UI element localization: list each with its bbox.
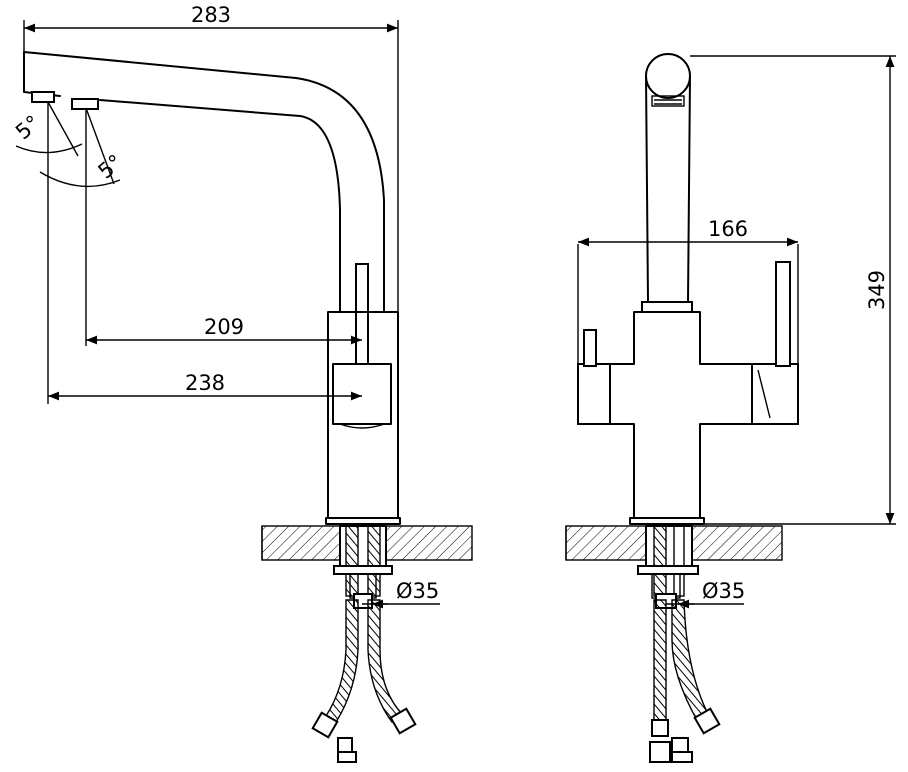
dim-overall-reach: 283 [191, 3, 231, 27]
dim-spout-reach-1: 209 [204, 315, 244, 339]
dim-overall-height: 349 [865, 270, 889, 310]
side-nozzle-1 [31, 91, 55, 103]
front-view: 166 349 Ø35 [565, 53, 896, 763]
front-body [607, 311, 753, 519]
dim-spout-reach-2: 238 [185, 371, 225, 395]
front-countertop-right [691, 525, 783, 561]
dim-angle-2: 5° [94, 150, 128, 184]
side-lever [355, 263, 369, 365]
side-nut [333, 565, 393, 575]
front-spout-tube [645, 75, 691, 303]
side-spout [23, 51, 385, 313]
dim-mount-hole-front: Ø35 [702, 579, 745, 603]
side-countertop-left [261, 525, 341, 561]
side-countertop-right [385, 525, 473, 561]
front-countertop-left [565, 525, 647, 561]
side-hose-2 [367, 599, 404, 724]
side-base-ring [325, 517, 401, 525]
dim-angle-1: 5° [11, 111, 45, 145]
side-view: 283 209 238 5° 5° Ø35 [11, 3, 473, 763]
front-left-lever [583, 329, 597, 367]
front-spout-head [645, 53, 691, 99]
front-hose-1 [653, 599, 667, 721]
front-left-handle [577, 363, 611, 425]
dim-mount-hole-side: Ø35 [396, 579, 439, 603]
front-shank [645, 525, 693, 567]
dim-body-width: 166 [708, 217, 748, 241]
side-hose-1 [325, 599, 359, 723]
front-right-lever [775, 261, 791, 367]
side-body-label-area [332, 363, 392, 425]
front-base-ring [629, 517, 705, 525]
front-nut [637, 565, 699, 575]
side-nozzle-2 [71, 98, 99, 110]
front-hose-2 [671, 599, 709, 724]
